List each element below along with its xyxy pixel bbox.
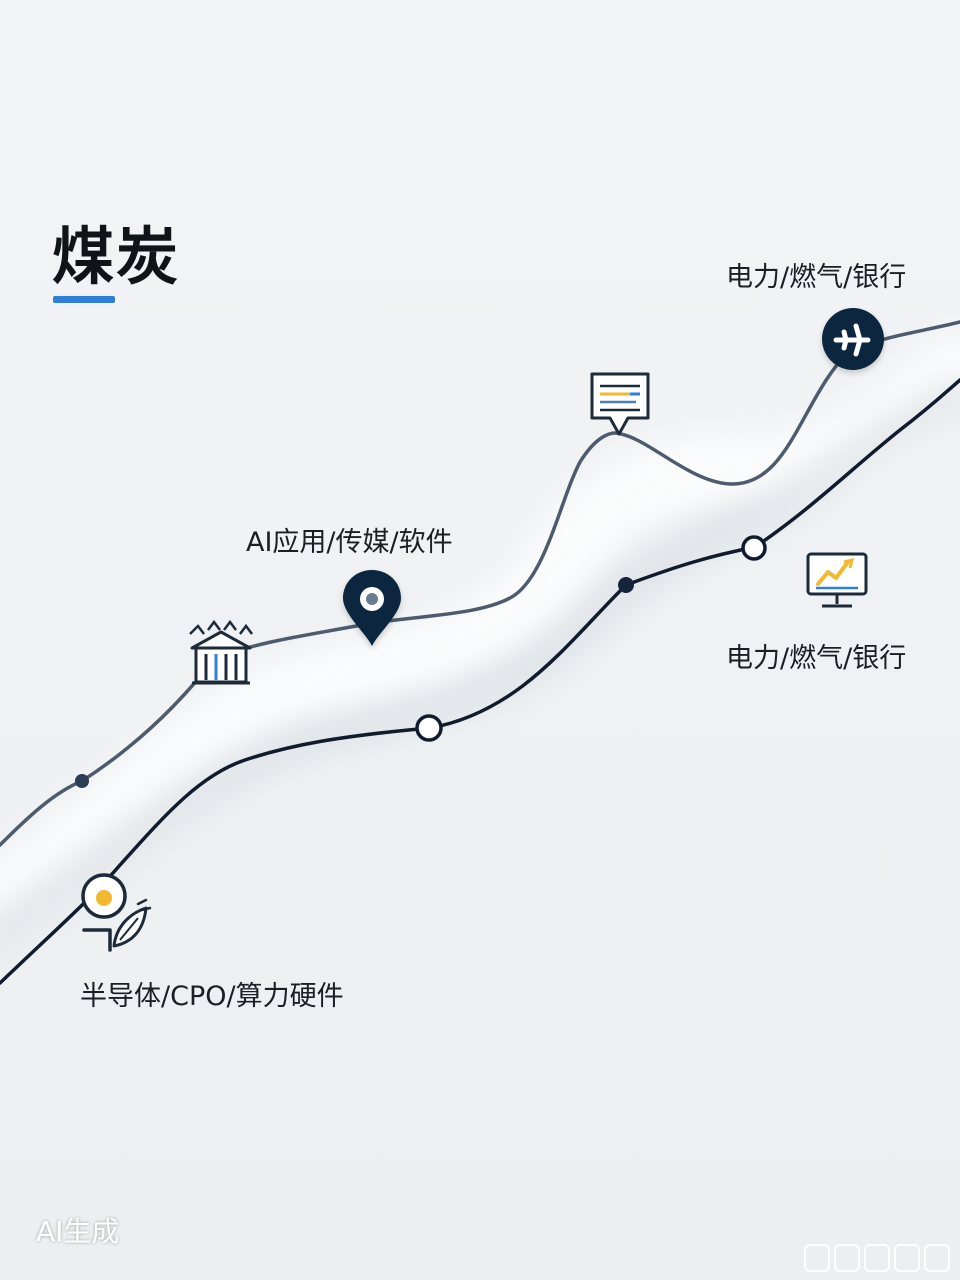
lower-node-open-1 (415, 714, 443, 742)
ribbon-shadow (0, 375, 960, 950)
label-ai-media-software: AI应用/传媒/软件 (246, 527, 453, 558)
map-pin-icon (343, 570, 401, 646)
upper-trend-line (0, 320, 960, 847)
label-power-gas-bank-right: 电力/燃气/银行 (726, 643, 907, 674)
label-power-gas-bank-top: 电力/燃气/银行 (726, 262, 907, 293)
chat-card-icon (590, 372, 650, 436)
lower-trend-line (0, 378, 960, 985)
title-underline (53, 296, 115, 303)
ai-generated-footer: AI生成 (36, 1215, 120, 1248)
lower-dot-1 (618, 577, 634, 593)
lower-node-open-2 (741, 535, 767, 561)
plane-badge-icon (822, 308, 884, 370)
watermark-logo (804, 1244, 950, 1272)
lightbulb-person-icon (81, 873, 152, 952)
building-icon (189, 619, 253, 685)
upper-dot-1 (75, 774, 89, 788)
monitor-chart-icon (806, 552, 868, 608)
page-title: 煤炭 (52, 220, 181, 293)
label-semiconductor-cpo-hardware: 半导体/CPO/算力硬件 (80, 981, 344, 1012)
